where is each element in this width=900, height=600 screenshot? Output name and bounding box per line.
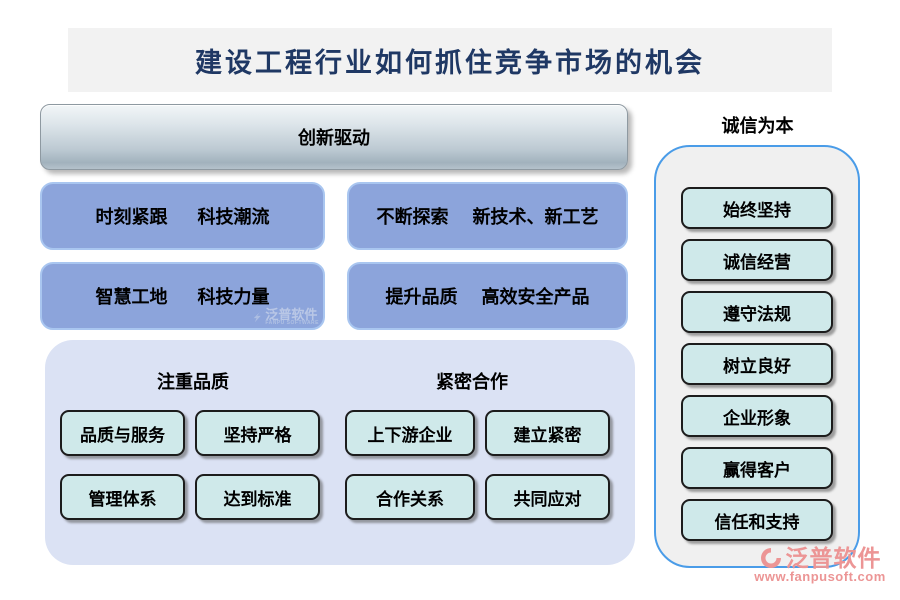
cooperation-item: 合作关系 [345, 474, 475, 520]
integrity-item: 企业形象 [681, 395, 833, 437]
fanpu-logo-url: www.fanpusoft.com [754, 569, 886, 585]
tech-box-label-right: 科技力量 [197, 287, 270, 307]
watermark-en: FANPU SOFTWARE [265, 320, 319, 326]
tech-box-smart-site: 智慧工地 科技力量 泛普软件 FANPU SOFTWARE [40, 262, 325, 330]
innovation-bar-label: 创新驱动 [298, 128, 370, 148]
integrity-item: 诚信经营 [681, 239, 833, 281]
tech-box-label-left: 不断探索 [376, 207, 449, 227]
group-header-cooperation: 紧密合作 [436, 372, 508, 392]
fanpu-logo: 泛普软件 www.fanpusoft.com [744, 546, 896, 584]
quality-item: 坚持严格 [195, 410, 320, 456]
integrity-panel: 始终坚持 诚信经营 遵守法规 树立良好 企业形象 赢得客户 信任和支持 [654, 145, 860, 568]
innovation-bar: 创新驱动 [40, 104, 628, 170]
tech-box-quality-product: 提升品质 高效安全产品 [347, 262, 628, 330]
fanpu-logo-icon [760, 548, 781, 569]
integrity-item: 信任和支持 [681, 499, 833, 541]
cooperation-item: 上下游企业 [345, 410, 475, 456]
quality-cooperation-panel: 注重品质 紧密合作 品质与服务 坚持严格 管理体系 达到标准 上下游企业 建立紧… [45, 340, 635, 565]
quality-item: 品质与服务 [60, 410, 185, 456]
tech-box-label-right: 高效安全产品 [481, 287, 590, 307]
group-header-quality: 注重品质 [157, 372, 229, 392]
tech-box-label-right: 新技术、新工艺 [472, 207, 599, 227]
integrity-header: 诚信为本 [721, 116, 794, 136]
tech-box-label-left: 提升品质 [385, 287, 458, 307]
tech-box-label-left: 时刻紧跟 [95, 207, 168, 227]
cooperation-item: 建立紧密 [485, 410, 610, 456]
watermark-cn: 泛普软件 [265, 307, 318, 322]
cooperation-item: 共同应对 [485, 474, 610, 520]
fanpu-logo-name: 泛普软件 [785, 545, 882, 571]
tech-box-label-left: 智慧工地 [95, 287, 168, 307]
tech-box-follow-trend: 时刻紧跟 科技潮流 [40, 182, 325, 250]
fanpu-watermark-icon [253, 312, 261, 323]
page-title: 建设工程行业如何抓住竞争市场的机会 [195, 47, 705, 78]
tech-box-explore: 不断探索 新技术、新工艺 [347, 182, 628, 250]
integrity-item: 树立良好 [681, 343, 833, 385]
quality-item: 达到标准 [195, 474, 320, 520]
integrity-item: 遵守法规 [681, 291, 833, 333]
tech-box-label-right: 科技潮流 [197, 207, 270, 227]
integrity-item: 赢得客户 [681, 447, 833, 489]
integrity-item: 始终坚持 [681, 187, 833, 229]
fanpu-watermark: 泛普软件 FANPU SOFTWARE [249, 308, 319, 326]
quality-item: 管理体系 [60, 474, 185, 520]
title-band: 建设工程行业如何抓住竞争市场的机会 [68, 28, 832, 92]
